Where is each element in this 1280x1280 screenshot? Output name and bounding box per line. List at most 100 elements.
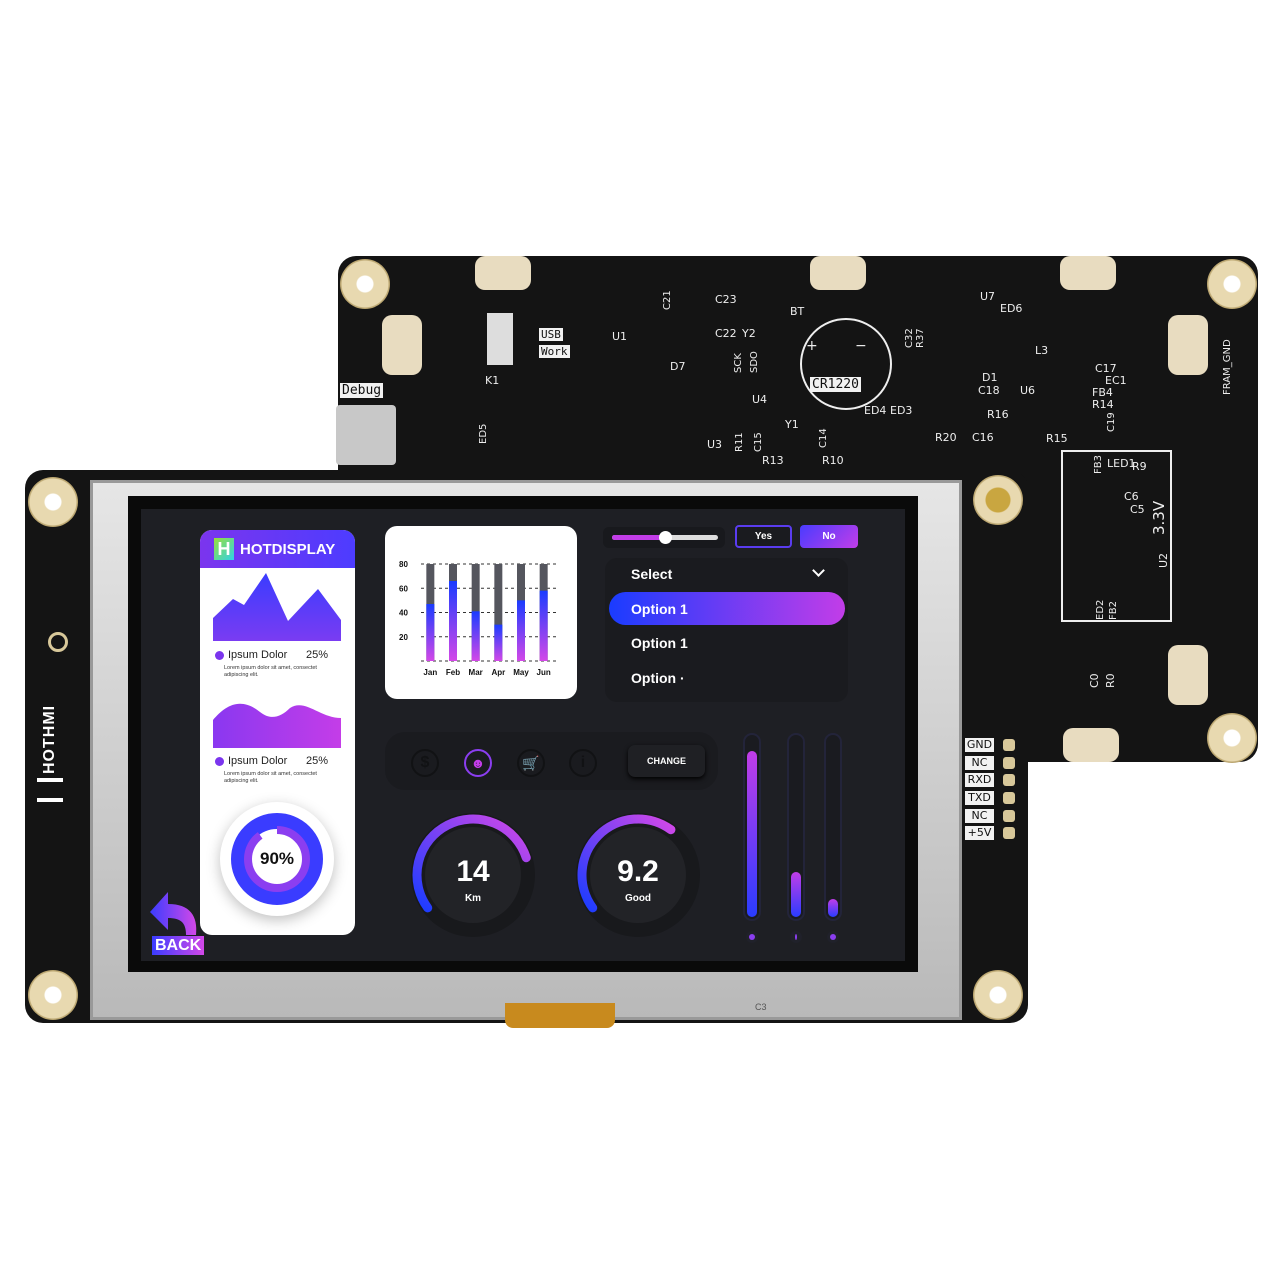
usb-port — [336, 405, 396, 465]
item-title: Ipsum Dolor — [228, 649, 288, 661]
hothmi-brand: HOTHMI — [41, 704, 58, 774]
silk-c17: C17 — [1095, 362, 1117, 375]
pin-label-nc: NC — [965, 756, 994, 770]
silk-led1: LED1 — [1107, 457, 1136, 470]
back-arrow-icon[interactable] — [150, 890, 200, 935]
pin-pad — [1003, 827, 1015, 839]
silk-c5: C5 — [1130, 503, 1145, 516]
bar — [471, 611, 480, 661]
legend-dot — [215, 757, 224, 766]
silk-ec1: EC1 — [1105, 374, 1127, 387]
dropdown-option[interactable]: Option 1 — [631, 635, 688, 651]
dropdown-select[interactable]: Select — [631, 566, 673, 582]
silk-c14: C14 — [818, 428, 829, 448]
silk-sck: SCK — [733, 353, 744, 373]
back-button[interactable]: BACK — [152, 936, 205, 955]
item-percent: 25% — [306, 755, 329, 767]
yes-button[interactable]: Yes — [735, 525, 792, 548]
silk-r10: R10 — [822, 454, 844, 467]
bar — [449, 580, 457, 661]
silk-sdo: SDO — [749, 351, 760, 373]
pin-pad — [1003, 774, 1015, 786]
silk-y1: Y1 — [785, 418, 799, 431]
silk-r37: R37 — [915, 328, 926, 348]
silk-r13: R13 — [762, 454, 784, 467]
board-clip — [382, 315, 422, 375]
silk-c18: C18 — [978, 384, 1000, 397]
dollar-icon[interactable]: $ — [411, 749, 439, 777]
x-tick-label: Mar — [469, 668, 483, 677]
gauge-unit-good: Good — [624, 893, 652, 904]
gauge-value-km: 14 — [456, 855, 490, 888]
silk-debug: Debug — [340, 383, 384, 398]
info-icon[interactable]: i — [569, 749, 597, 777]
bar — [517, 600, 525, 661]
vertical-slider[interactable] — [743, 733, 761, 921]
x-tick-label: Apr — [491, 668, 505, 677]
silk-ed5: ED5 — [478, 423, 489, 444]
silk-y2: Y2 — [742, 327, 756, 340]
silk-u1: U1 — [612, 330, 628, 343]
board-clip — [475, 256, 531, 290]
hothmi-logo-mark — [37, 778, 63, 802]
fpc-cable — [505, 1003, 615, 1028]
silk-d1: D1 — [982, 371, 998, 384]
cart-icon[interactable]: 🛒 — [517, 749, 545, 777]
area-chart-2 — [213, 703, 341, 748]
x-tick-label: May — [513, 668, 529, 677]
silk-usb: USB — [539, 328, 563, 341]
mounting-hole — [28, 970, 78, 1020]
silk-r14: R14 — [1092, 398, 1114, 411]
x-tick-label: Jun — [537, 668, 551, 677]
vertical-slider[interactable] — [824, 733, 842, 921]
mounting-hole — [1207, 713, 1257, 763]
slider-indicator-dot — [746, 931, 758, 943]
item-desc: Lorem ipsum dolor sit amet, consectet ad… — [224, 771, 317, 784]
user-icon[interactable]: ☻ — [464, 749, 492, 777]
silk-3v3: 3.3V — [1150, 500, 1168, 535]
slider[interactable] — [612, 531, 718, 544]
gauge-arc — [412, 814, 531, 913]
silk-r16: R16 — [987, 408, 1009, 421]
silk-c15: C15 — [753, 432, 764, 452]
pin-pad — [1003, 792, 1015, 804]
mounting-hole — [28, 477, 78, 527]
gauge-arc — [577, 814, 676, 913]
vertical-slider-fill — [828, 899, 838, 917]
y-tick-label: 60 — [399, 584, 408, 593]
board-clip — [1060, 256, 1116, 290]
slider-handle[interactable] — [659, 531, 672, 544]
pin-label-nc: NC — [965, 809, 994, 823]
dropdown-option[interactable]: Option 1 — [631, 601, 688, 617]
bar — [426, 604, 435, 661]
brand-name: HOTDISPLAY — [240, 540, 336, 558]
gauges — [411, 813, 700, 937]
slider-fill — [612, 535, 665, 540]
silk-c23: C23 — [715, 293, 737, 306]
silk-u7: U7 — [980, 290, 996, 303]
power-section-outline — [1061, 450, 1172, 622]
hothmi-logo: HOTHMI — [37, 705, 63, 802]
mounting-hole — [1207, 259, 1257, 309]
silk-u6: U6 — [1020, 384, 1036, 397]
mounting-hole — [973, 970, 1023, 1020]
board-clip — [1168, 645, 1208, 705]
silk-r9: R9 — [1132, 460, 1147, 473]
item-title: Ipsum Dolor — [228, 755, 288, 767]
legend-dot — [215, 651, 224, 660]
mounting-hole — [340, 259, 390, 309]
slider-indicator-dot — [827, 931, 839, 943]
bar — [494, 624, 503, 661]
vertical-slider[interactable] — [787, 733, 805, 921]
pin-label-gnd: GND — [965, 738, 994, 752]
hotdisplay-logo-icon: H — [214, 538, 234, 560]
dropdown-panel — [605, 558, 848, 702]
pin-pad — [1003, 739, 1015, 751]
progress-ring-graphic — [231, 813, 323, 905]
dropdown-option[interactable]: Option · — [631, 670, 685, 686]
bar-background — [494, 564, 503, 661]
change-button[interactable]: CHANGE — [628, 745, 705, 777]
no-button[interactable]: No — [800, 525, 858, 548]
silk-r15: R15 — [1046, 432, 1068, 445]
